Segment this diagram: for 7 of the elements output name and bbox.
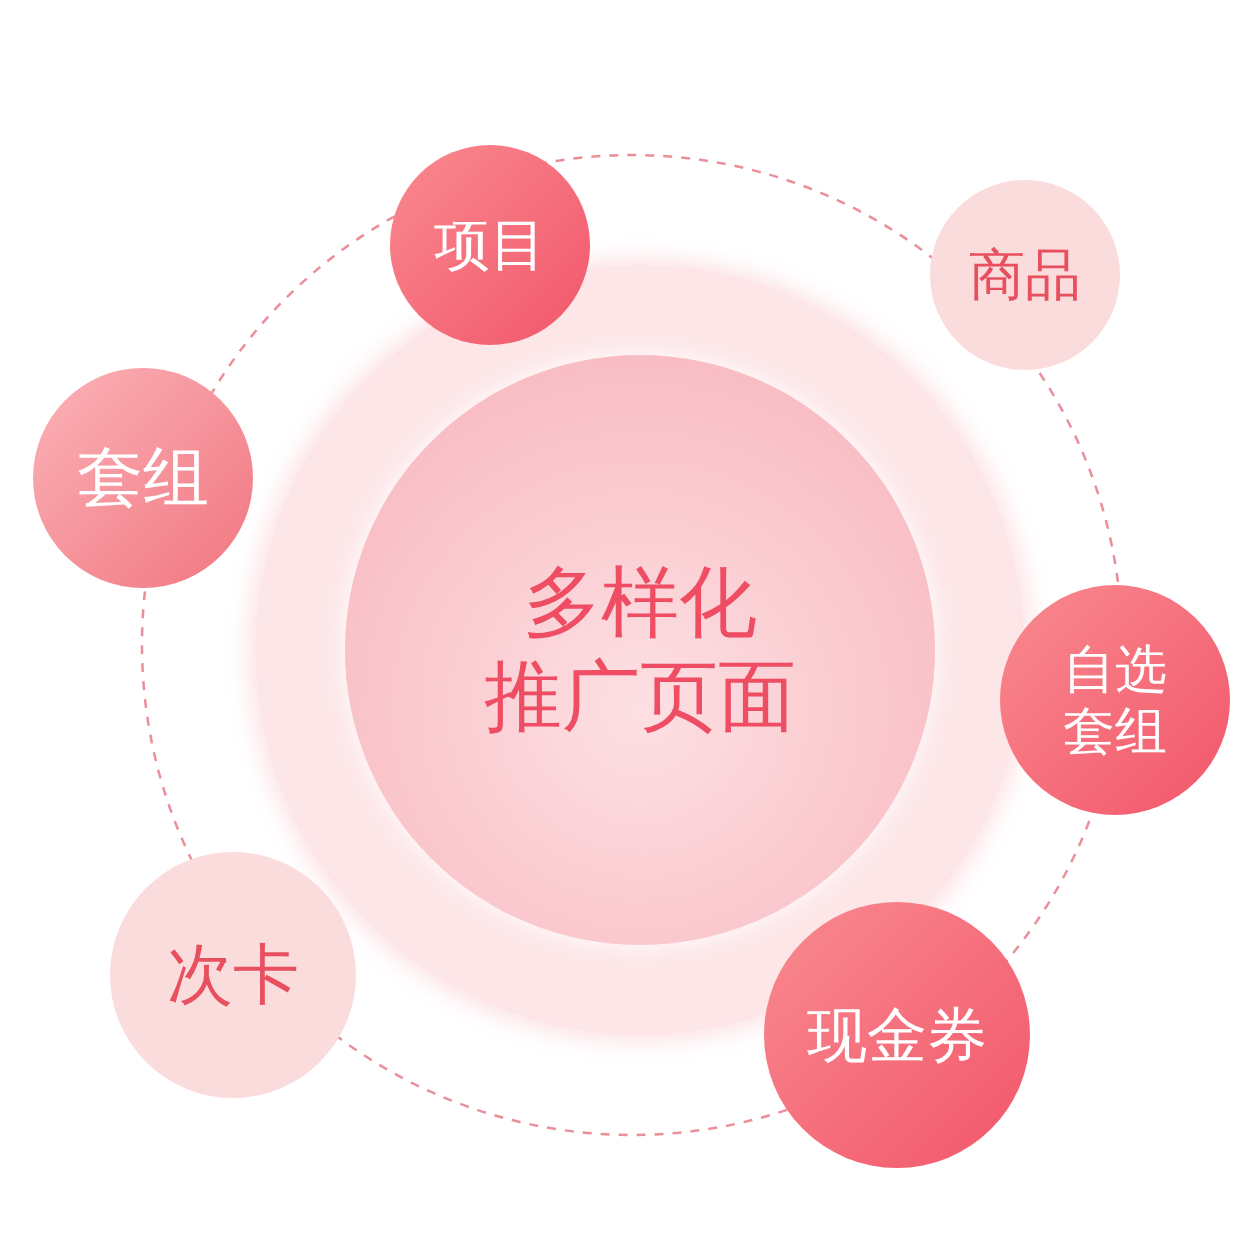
circle-label: 现金券 (807, 999, 987, 1071)
circle-label: 自选套组 (1062, 637, 1168, 763)
circle-label: 套组 (77, 438, 209, 518)
center-title: 多样化推广页面 (484, 556, 796, 743)
circle-label: 次卡 (167, 935, 299, 1015)
circle-label: 项目 (434, 211, 546, 279)
circle-label: 商品 (969, 241, 1081, 309)
